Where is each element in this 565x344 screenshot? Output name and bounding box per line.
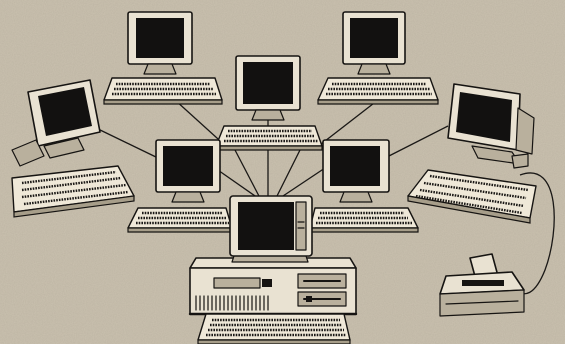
monitor-icon (236, 56, 300, 120)
desktop-cpu-icon (190, 258, 356, 314)
keyboard-icon (216, 126, 322, 150)
monitor-icon (343, 12, 405, 74)
keyboard-icon (310, 208, 418, 232)
keyboard-icon (198, 314, 350, 344)
monitor-icon (128, 12, 192, 74)
monitor-icon (230, 196, 312, 262)
monitor-icon (323, 140, 389, 202)
keyboard-icon (104, 78, 222, 104)
monitor-icon (156, 140, 220, 202)
keyboard-icon (318, 78, 438, 104)
keyboard-icon (128, 208, 232, 232)
